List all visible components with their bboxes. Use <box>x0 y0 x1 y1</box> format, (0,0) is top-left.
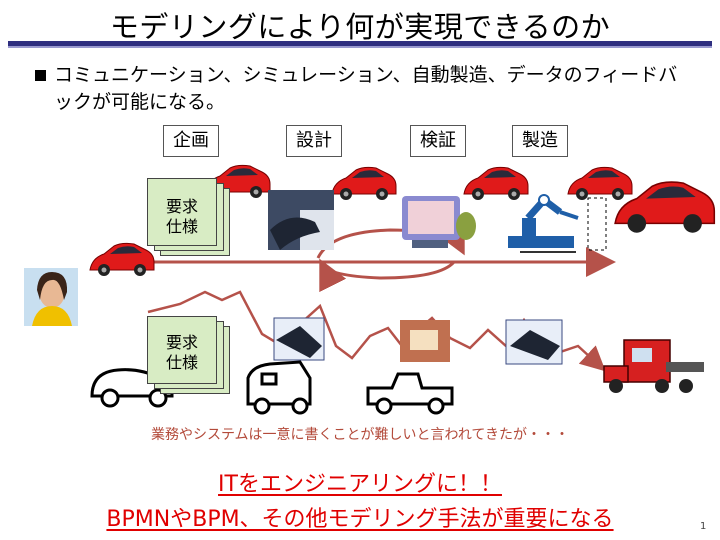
red-car-icon <box>89 242 155 277</box>
lower-verification-image <box>400 320 450 362</box>
headline-bpmn-bpm: BPMNやBPM、その他モデリング手法が重要になる <box>0 501 720 533</box>
bullet-text: コミュニケーション、シミュレーション、自動製造、データのフィードバックが可能にな… <box>54 64 678 113</box>
verification-computer-image <box>402 196 476 248</box>
beetle-car-outline-icon <box>90 368 174 408</box>
headline-it-engineering: ITをエンジニアリングに！！ <box>0 466 720 498</box>
design-photo-image <box>268 190 334 250</box>
headline-it-engineering-text: ITをエンジニアリングに！！ <box>218 472 502 497</box>
final-red-car-icon <box>614 181 716 233</box>
page-number: 1 <box>700 521 707 532</box>
slide-title: モデリングにより何が実現できるのか <box>109 10 611 44</box>
robot-area-dashed-outline <box>587 197 607 251</box>
red-car-icon <box>463 166 529 201</box>
requirements-doc-lower: 要求 仕様 <box>147 316 217 384</box>
requirements-doc-upper: 要求 仕様 <box>147 178 217 246</box>
phase-label-verification: 検証 <box>410 125 466 157</box>
red-car-icon <box>567 166 633 201</box>
requirements-doc-upper-label: 要求 仕様 <box>165 197 198 236</box>
title-underline <box>8 41 712 48</box>
bullet-square-icon <box>35 70 46 81</box>
camper-van-outline-icon <box>246 360 312 415</box>
red-car-icon <box>331 166 397 201</box>
phase-label-planning: 企画 <box>163 125 219 157</box>
red-truck-icon <box>603 339 704 393</box>
thinking-woman-image <box>24 268 78 326</box>
lower-manufacturing-image <box>505 319 563 365</box>
headline-bpmn-bpm-text: BPMNやBPM、その他モデリング手法が重要になる <box>106 507 614 532</box>
lower-design-image <box>273 317 325 361</box>
iteration-loop-bottom <box>319 258 456 293</box>
manufacturing-robot-image <box>508 194 579 253</box>
phase-label-design: 設計 <box>286 125 342 157</box>
footnote-text: 業務やシステムは一意に書くことが難しいと言われてきたが・・・ <box>150 427 570 443</box>
requirements-doc-lower-label: 要求 仕様 <box>165 333 198 372</box>
phase-label-manufacturing: 製造 <box>512 125 568 157</box>
pickup-truck-outline-icon <box>366 372 454 415</box>
